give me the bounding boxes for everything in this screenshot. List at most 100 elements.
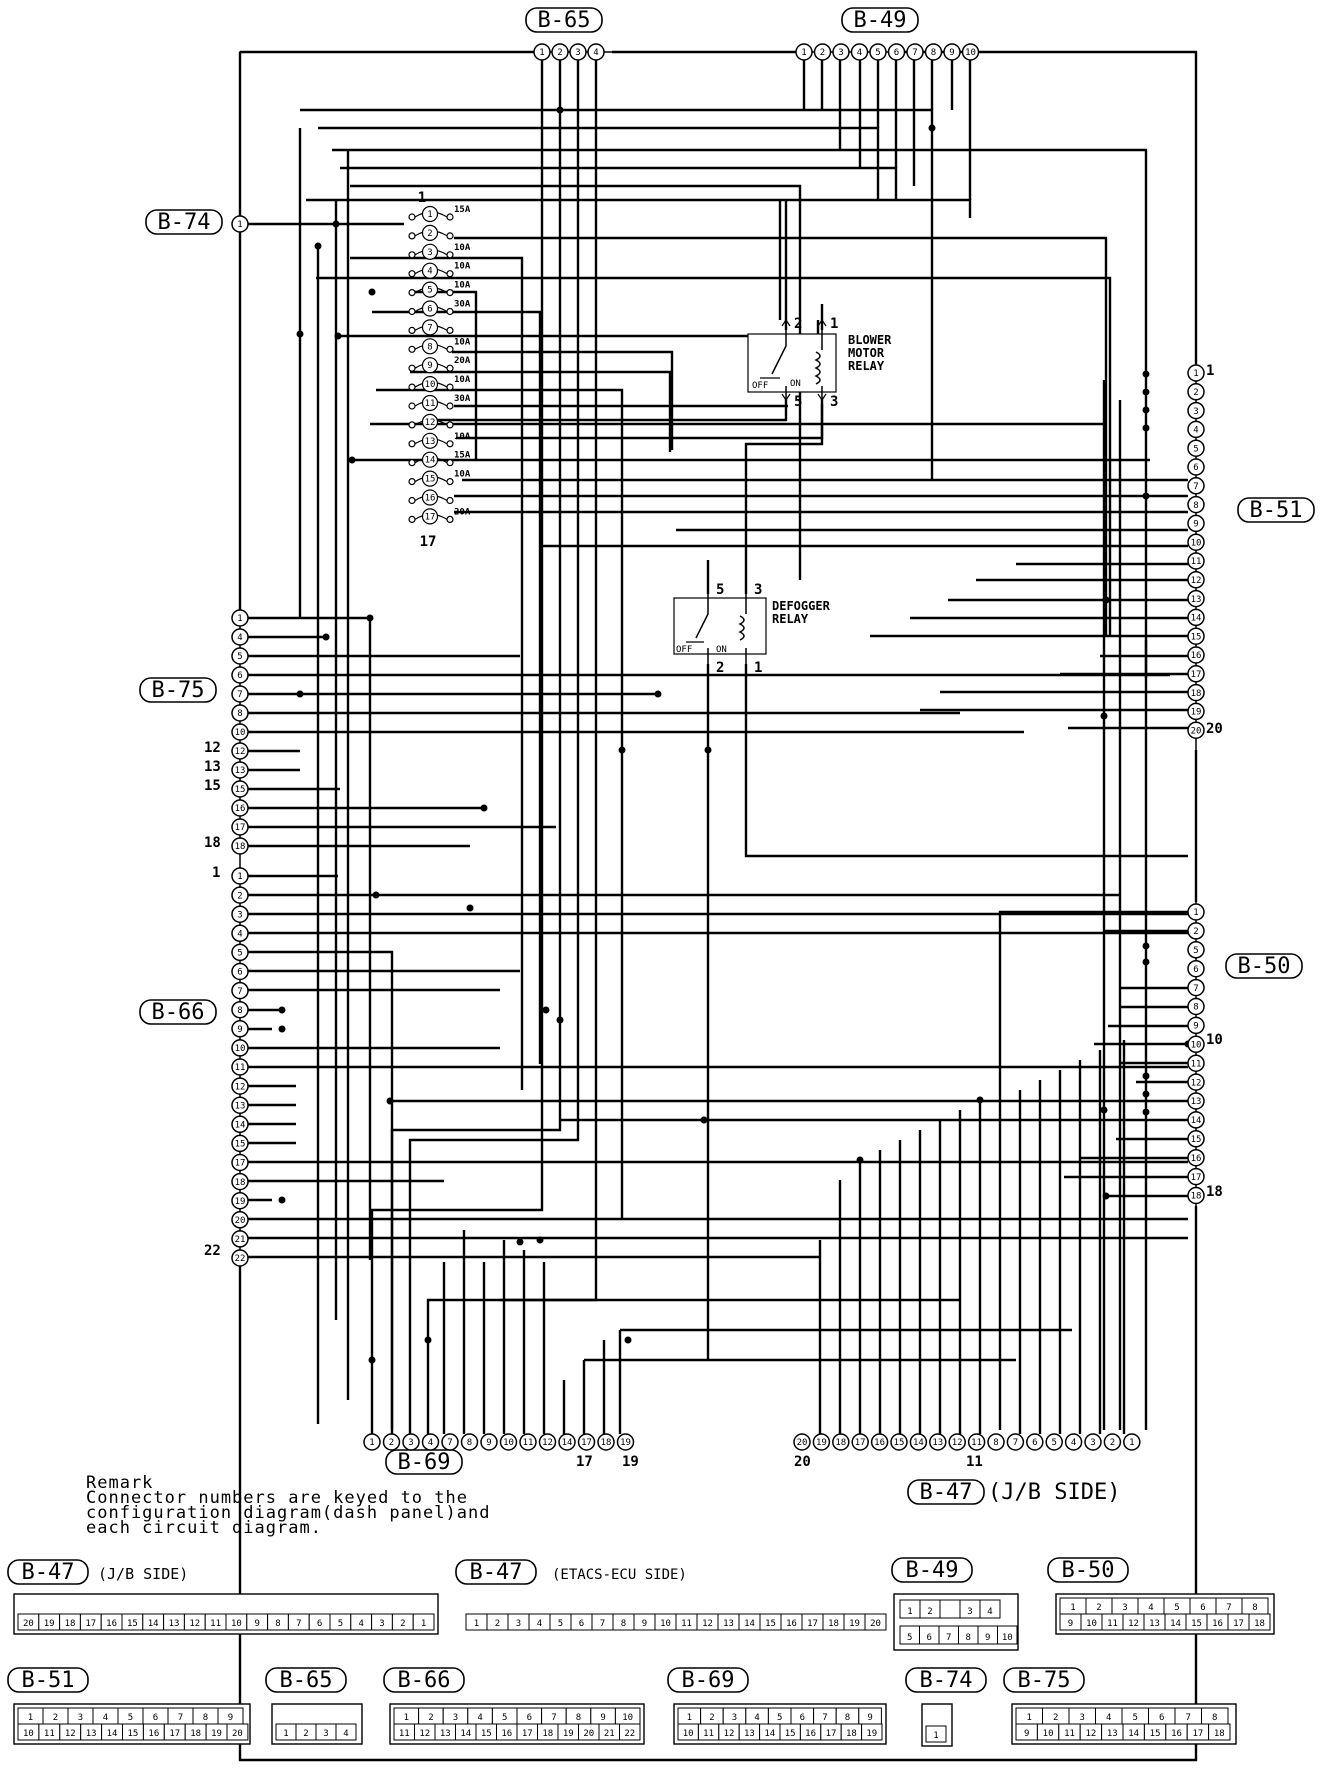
pin-number: 17 <box>235 1159 246 1169</box>
connector-b65-title: B-65 <box>525 7 603 33</box>
pin-number: 4 <box>428 1438 433 1448</box>
svg-text:B-65: B-65 <box>280 1668 333 1693</box>
junction-dot <box>700 1116 708 1124</box>
pin-number: 16 <box>235 804 246 814</box>
legend-cell-label: 8 <box>1212 1713 1217 1723</box>
svg-text:19: 19 <box>622 1454 639 1470</box>
legend-cell-label: 11 <box>399 1729 410 1739</box>
pin-number: 7 <box>1193 984 1198 994</box>
b49-pin: 4 <box>850 43 869 61</box>
junction-dot <box>372 891 380 899</box>
svg-text:12: 12 <box>204 740 221 756</box>
pin-number: 9 <box>949 48 954 58</box>
legend-b49-title: B-49 <box>891 1557 973 1583</box>
fuse: 7 <box>408 319 454 336</box>
legend-cell-label: 4 <box>343 1729 348 1739</box>
legend-cell-label: 18 <box>65 1619 76 1629</box>
legend-b47-jb-title: B-47 (J/B SIDE) <box>7 1559 188 1585</box>
legend-cell-label: 3 <box>1122 1603 1127 1613</box>
legend-cell-label: 4 <box>1148 1603 1153 1613</box>
b51-pin: 10 <box>1187 533 1205 551</box>
legend-cell-label: 11 <box>210 1619 221 1629</box>
pin-number: 7 <box>912 48 917 58</box>
b66-pin: 7 <box>231 981 249 1000</box>
legend-cell-label: 13 <box>1149 1619 1160 1629</box>
pin-number: 4 <box>1193 426 1198 436</box>
pin-number: 2 <box>1193 388 1198 398</box>
b69-pin: 7 <box>441 1433 459 1451</box>
junction-dot <box>654 690 662 698</box>
b69-pin: 10 <box>499 1433 518 1451</box>
pin-number: 11 <box>971 1438 982 1448</box>
legend-cell-label: 2 <box>428 1713 433 1723</box>
pin-number: 5 <box>875 48 880 58</box>
junction-dot <box>856 1156 864 1164</box>
fuse-number: 1 <box>427 210 432 220</box>
b50-pin: 5 <box>1187 941 1205 959</box>
junction-dot <box>556 106 564 114</box>
pin-number: 1 <box>237 872 242 882</box>
connector-b66-title: B-66 <box>139 999 217 1025</box>
legend-cell-label: 13 <box>440 1729 451 1739</box>
b49-pin: 1 <box>795 43 813 61</box>
b47-pin: 1 <box>1123 1433 1141 1451</box>
svg-text:B-50: B-50 <box>1062 1558 1115 1583</box>
svg-text:(J/B SIDE): (J/B SIDE) <box>98 1565 188 1583</box>
legend-cell-label: 5 <box>907 1633 912 1643</box>
junction-dot <box>424 1336 432 1344</box>
b51-pin: 12 <box>1187 571 1205 589</box>
legend-cell-label: 18 <box>190 1729 201 1739</box>
legend-cell-label: 8 <box>275 1619 280 1629</box>
pin-number: 3 <box>1193 407 1198 417</box>
legend-cell-label: 16 <box>1212 1619 1223 1629</box>
legend-cell-label: 19 <box>866 1729 877 1739</box>
junction-dot <box>516 1238 524 1246</box>
pin-number: 18 <box>1191 1192 1202 1202</box>
fuse: 16 <box>408 489 454 506</box>
legend-cell-label: 1 <box>283 1729 288 1739</box>
svg-text:B-75: B-75 <box>1018 1668 1071 1693</box>
fuse: 2 <box>408 224 454 241</box>
pin-number: 9 <box>486 1438 491 1448</box>
wire <box>454 236 1108 636</box>
svg-text:10: 10 <box>1206 1032 1223 1048</box>
wire <box>350 184 802 580</box>
fuse: 12 <box>408 413 454 430</box>
legend-cell-label: 11 <box>1064 1729 1075 1739</box>
wire <box>370 60 544 1434</box>
b75-pin: 17 <box>231 818 249 836</box>
fuse-number: 10 <box>425 380 436 390</box>
junction-dot <box>278 1196 286 1204</box>
legend-cell-label: 15 <box>1150 1729 1161 1739</box>
b66-pin: 3 <box>231 905 249 923</box>
b47-pin: 13 <box>929 1433 947 1451</box>
legend-cell-label: 5 <box>128 1713 133 1723</box>
legend-cell-label: 3 <box>453 1713 458 1723</box>
b51-pin: 14 <box>1187 608 1205 627</box>
svg-text:1: 1 <box>418 190 426 206</box>
pin-number: 2 <box>1110 1438 1115 1448</box>
wire <box>894 50 1198 364</box>
legend-cell-label: 21 <box>604 1729 615 1739</box>
legend-cell-label: 14 <box>1128 1729 1139 1739</box>
junction-dot <box>480 804 488 812</box>
pin-number: 8 <box>1193 501 1198 511</box>
b69-pin: 3 <box>402 1433 420 1451</box>
pin-number: 22 <box>235 1254 246 1264</box>
pin-number: 21 <box>235 1235 246 1245</box>
junction-dot <box>1142 424 1150 432</box>
b69-pin: 14 <box>558 1433 576 1451</box>
svg-text:BLOWER: BLOWER <box>848 333 892 347</box>
remark-note: Remark Connector numbers are keyed to th… <box>86 1475 726 1537</box>
svg-text:13: 13 <box>204 759 221 775</box>
b50-pin: 16 <box>1187 1148 1205 1167</box>
junction-dot <box>1100 712 1108 720</box>
legend-cell-label: 9 <box>867 1713 872 1723</box>
pin-number: 2 <box>820 48 825 58</box>
b51-pin: 20 <box>1187 721 1205 739</box>
legend-cell-label: 14 <box>764 1729 775 1739</box>
wire <box>744 664 1188 858</box>
